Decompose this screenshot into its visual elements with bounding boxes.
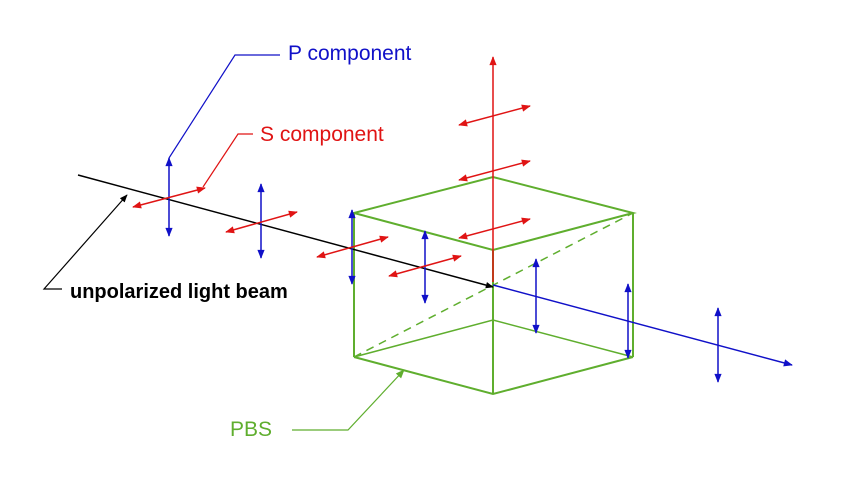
- pbs-leader: [292, 369, 405, 431]
- s-arrow: [388, 254, 462, 278]
- s-arrow: [225, 210, 298, 234]
- s-component-label: S component: [260, 123, 384, 146]
- cube-bottom-edges: [353, 356, 634, 396]
- s-arrow: [316, 235, 389, 259]
- cube-hidden-edges: [353, 319, 634, 358]
- s-arrow: [458, 104, 531, 127]
- unpolarized-light-beam-label: unpolarized light beam: [70, 281, 288, 303]
- s-polarization-arrows-reflected: [458, 104, 531, 240]
- p-component-leader: [168, 54, 280, 159]
- transmitted-beam: [492, 284, 793, 367]
- s-polarization-arrows-incoming: [132, 186, 462, 278]
- s-arrow: [458, 217, 531, 240]
- incoming-beam: [77, 174, 494, 289]
- p-polarization-arrows: [165, 157, 722, 383]
- p-component-label: P component: [288, 42, 412, 65]
- s-arrow: [132, 186, 206, 209]
- pbs-label: PBS: [230, 418, 273, 441]
- s-arrow: [458, 159, 531, 182]
- unpolarized-leader: [42, 194, 128, 290]
- s-component-leader: [202, 133, 253, 188]
